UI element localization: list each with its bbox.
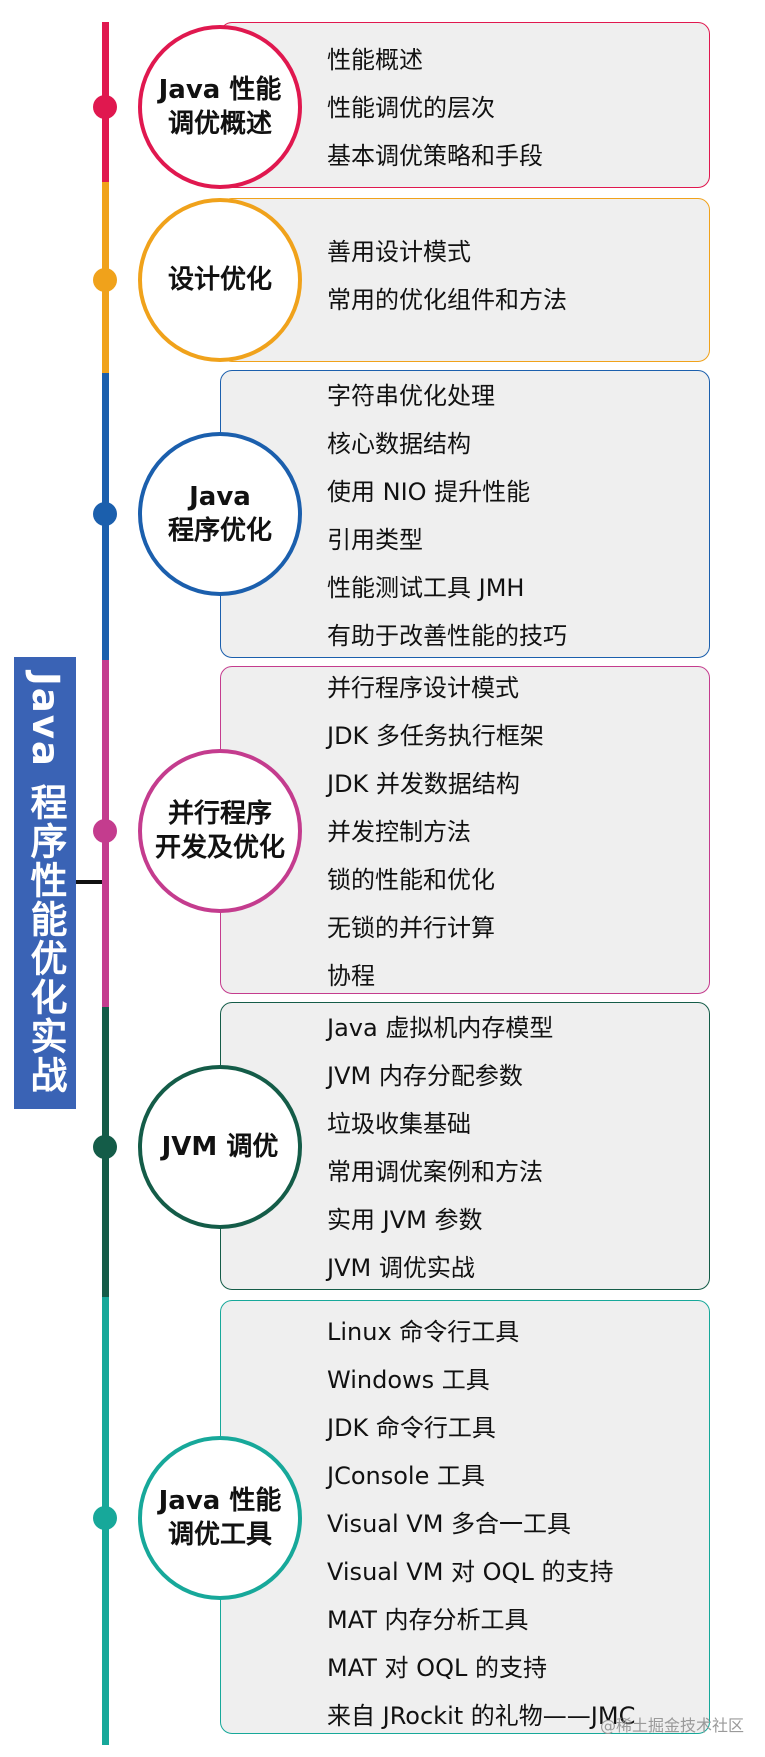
section-item: 并行程序设计模式	[327, 674, 519, 702]
section-item: Linux 命令行工具	[327, 1318, 520, 1346]
section-item: JVM 内存分配参数	[327, 1062, 523, 1090]
section-item: Visual VM 多合一工具	[327, 1510, 572, 1538]
section-item: 垃圾收集基础	[327, 1110, 471, 1138]
section-item: JDK 并发数据结构	[327, 770, 520, 798]
section-item: MAT 内存分析工具	[327, 1606, 529, 1634]
section-item: 善用设计模式	[327, 238, 471, 266]
section-item: 常用调优案例和方法	[327, 1158, 543, 1186]
section-item: 来自 JRockit 的礼物——JMC	[327, 1702, 636, 1730]
section-item: 性能测试工具 JMH	[327, 574, 525, 602]
section-circle: Java 性能 调优概述	[138, 25, 302, 189]
section-label: Java 性能 调优工具	[158, 1486, 282, 1550]
section-panel: 善用设计模式常用的优化组件和方法	[220, 198, 710, 362]
section-item: MAT 对 OQL 的支持	[327, 1654, 547, 1682]
section-item: 并发控制方法	[327, 818, 471, 846]
section-label: Java 程序优化	[167, 482, 272, 546]
section-item: 使用 NIO 提升性能	[327, 478, 531, 506]
section-item: 引用类型	[327, 526, 423, 554]
section-item: Windows 工具	[327, 1366, 490, 1394]
section-item: 基本调优策略和手段	[327, 142, 543, 170]
node-dot	[93, 819, 117, 843]
section-item: Visual VM 对 OQL 的支持	[327, 1558, 614, 1586]
title-connector	[76, 880, 106, 884]
section-item: 核心数据结构	[327, 430, 471, 458]
section-item: 字符串优化处理	[327, 382, 495, 410]
section-item: JVM 调优实战	[327, 1254, 475, 1282]
section-item: 无锁的并行计算	[327, 914, 495, 942]
section-circle: JVM 调优	[138, 1065, 302, 1229]
node-dot	[93, 95, 117, 119]
section-item: 锁的性能和优化	[327, 866, 495, 894]
node-dot	[93, 268, 117, 292]
section-label: Java 性能 调优概述	[158, 75, 282, 139]
section-item: 实用 JVM 参数	[327, 1206, 483, 1234]
section-item: 性能概述	[327, 46, 423, 74]
section-item: 性能调优的层次	[327, 94, 495, 122]
section-circle: Java 性能 调优工具	[138, 1436, 302, 1600]
section-item: JDK 多任务执行框架	[327, 722, 544, 750]
section-panel: Java 虚拟机内存模型 JVM 内存分配参数垃圾收集基础常用调优案例和方法实用 …	[220, 1002, 710, 1290]
section-label: 并行程序 开发及优化	[154, 799, 285, 863]
watermark: @稀土掘金技术社区	[600, 1716, 745, 1735]
section-item: Java 虚拟机内存模型	[327, 1014, 554, 1042]
main-title: Java 程序性能优化实战	[14, 657, 76, 1109]
section-circle: 设计优化	[138, 198, 302, 362]
section-item: JConsole 工具	[327, 1462, 485, 1490]
section-item: 常用的优化组件和方法	[327, 286, 567, 314]
section-circle: 并行程序 开发及优化	[138, 749, 302, 913]
node-dot	[93, 502, 117, 526]
section-label: JVM 调优	[161, 1132, 279, 1162]
main-title-text: Java 程序性能优化实战	[24, 671, 67, 1095]
node-dot	[93, 1135, 117, 1159]
node-dot	[93, 1506, 117, 1530]
section-circle: Java 程序优化	[138, 432, 302, 596]
section-label: 设计优化	[167, 265, 272, 295]
section-item: 协程	[327, 962, 375, 990]
section-item: 有助于改善性能的技巧	[327, 622, 567, 650]
section-item: JDK 命令行工具	[327, 1414, 496, 1442]
